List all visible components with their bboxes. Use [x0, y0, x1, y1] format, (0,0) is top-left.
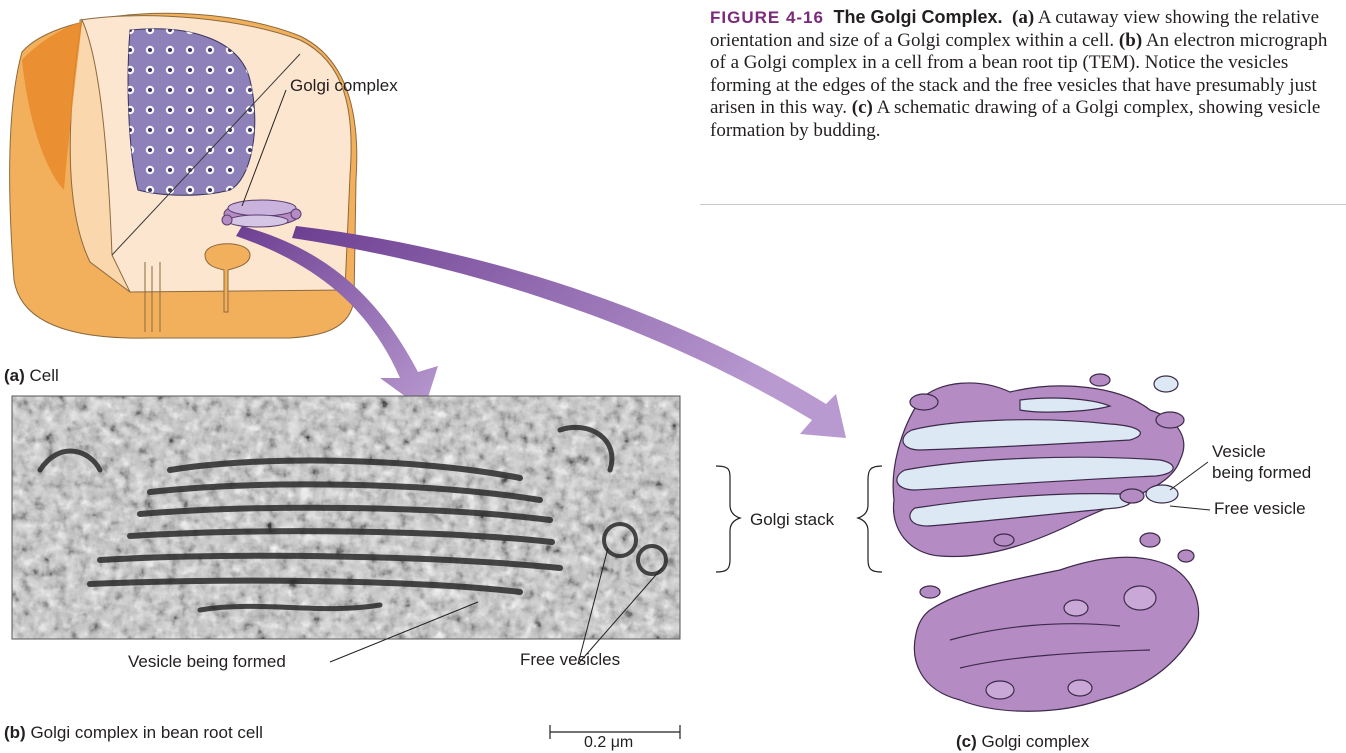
- caption-marker-c: (c): [852, 97, 873, 118]
- caption-marker-b: (b): [1119, 30, 1142, 51]
- scale-bar-label: 0.2 μm: [584, 734, 633, 752]
- figure-number: FIGURE 4-16: [710, 8, 824, 27]
- caption-divider: [700, 204, 1346, 205]
- panel-b-marker: (b): [4, 723, 26, 742]
- bracket-right: [858, 466, 882, 572]
- panel-c-marker: (c): [956, 732, 977, 751]
- panel-b-title: Golgi complex in bean root cell: [30, 723, 262, 742]
- micrograph: [12, 396, 680, 639]
- cell-illustration: [10, 13, 357, 338]
- label-golgi-complex-callout: Golgi complex: [290, 76, 398, 96]
- caption-marker-a: (a): [1012, 7, 1034, 28]
- label-vesicle-c-line1: Vesicle: [1212, 442, 1266, 462]
- label-free-vesicles: Free vesicles: [520, 650, 620, 670]
- figure-title: The Golgi Complex.: [833, 7, 1002, 27]
- bracket-left: [716, 466, 740, 572]
- panel-c-title: Golgi complex: [982, 732, 1090, 751]
- panel-a-marker: (a): [4, 366, 25, 385]
- label-free-vesicle: Free vesicle: [1214, 499, 1306, 519]
- panel-a-label: (a) Cell: [4, 366, 59, 386]
- label-vesicle-c-line2: being formed: [1212, 463, 1311, 483]
- figure-caption: FIGURE 4-16 The Golgi Complex. (a) A cut…: [710, 6, 1340, 142]
- label-golgi-stack: Golgi stack: [750, 510, 834, 530]
- golgi-schematic: [893, 374, 1199, 711]
- label-vesicle-being-formed: Vesicle being formed: [128, 652, 286, 672]
- panel-c-label: (c) Golgi complex: [956, 732, 1089, 752]
- panel-b-label: (b) Golgi complex in bean root cell: [4, 723, 263, 743]
- panel-a-title: Cell: [30, 366, 59, 385]
